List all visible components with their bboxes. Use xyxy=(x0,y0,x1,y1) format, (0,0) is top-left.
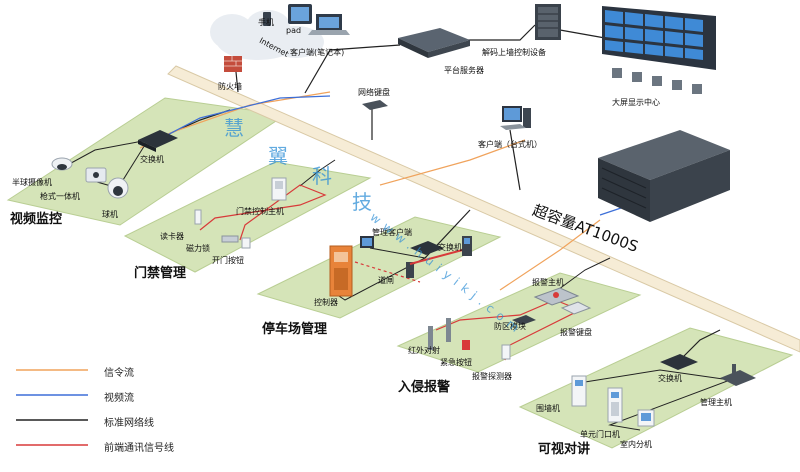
access-zone-title: 门禁管理 xyxy=(134,266,187,281)
network-keyboard-icon xyxy=(362,100,388,110)
access-zone-platform xyxy=(123,161,372,273)
legend-video-label: 视频流 xyxy=(104,393,134,404)
net-line-access xyxy=(299,159,336,187)
net-line-firewall xyxy=(235,71,239,93)
indoor-unit-label: 室内分机 xyxy=(620,440,652,449)
alarm-host-icon xyxy=(533,287,580,306)
keyboard-label: 网络键盘 xyxy=(358,88,390,97)
parking-zone-title: 停车场管理 xyxy=(262,322,328,337)
door-unit-label: 单元门口机 xyxy=(580,430,620,439)
video-switch-label: 交换机 xyxy=(140,155,164,164)
connection-lines xyxy=(61,24,731,431)
intercom-switch-label: 交换机 xyxy=(658,374,682,383)
zone-module-icon xyxy=(512,315,536,325)
watermark-char-4: 技 xyxy=(352,190,372,214)
magnetic-lock-icon xyxy=(221,235,239,243)
alarm-detector-icon xyxy=(501,344,511,360)
video-zone-title: 视频监控 xyxy=(10,212,63,227)
alarm-detector-label: 报警探测器 xyxy=(472,372,512,381)
signal-line-3 xyxy=(499,219,601,291)
storage-icon xyxy=(598,130,730,222)
dome-camera-icon xyxy=(51,157,73,171)
alarm-keyboard-icon xyxy=(560,301,592,315)
door-unit-icon xyxy=(607,387,623,423)
laptop-icon xyxy=(308,14,350,35)
watermark-char-3: 科 xyxy=(312,164,332,188)
legend-lines xyxy=(16,369,88,446)
server-icon xyxy=(398,28,470,58)
card-reader-icon xyxy=(194,209,202,225)
pad-label: pad xyxy=(286,26,302,35)
signal-line-2 xyxy=(379,139,526,186)
net-line-decoder xyxy=(468,24,536,41)
parking-client-icon xyxy=(360,236,374,248)
net-line-alarm xyxy=(554,257,611,293)
exit-button-label: 开门按钮 xyxy=(212,256,244,265)
manager-host-label: 管理主机 xyxy=(700,398,732,407)
front-line-parking xyxy=(354,261,421,283)
network-backbone xyxy=(167,65,800,353)
exit-button-icon xyxy=(241,237,251,249)
net-line-server xyxy=(304,44,401,94)
zone-module-label: 防区模块 xyxy=(494,322,526,331)
desktop-label: 客户端（台式机） xyxy=(478,140,542,149)
ir-beam-label: 红外对射 xyxy=(408,346,440,355)
parking-controller-label: 控制器 xyxy=(314,298,338,307)
front-line-access xyxy=(199,184,327,241)
alarm-zone-title: 入侵报警 xyxy=(398,380,451,395)
wall-unit-icon xyxy=(571,375,587,407)
parking-controller-icon xyxy=(329,245,353,297)
legend-front-label: 前端通讯信号线 xyxy=(104,443,174,454)
access-controller-label: 门禁控制主机 xyxy=(236,207,284,216)
intercom-zone-platform xyxy=(518,327,794,449)
firewall-label: 防火墙 xyxy=(218,82,242,91)
decoder-icon xyxy=(535,4,561,40)
manager-host-icon xyxy=(720,364,756,386)
access-controller-icon xyxy=(271,177,287,201)
intercom-switch-icon xyxy=(660,354,698,370)
dome-camera-label: 半球摄像机 xyxy=(12,178,52,187)
emergency-button-icon xyxy=(462,340,470,350)
legend-network-label: 标准网络线 xyxy=(104,418,154,429)
net-line-desktop xyxy=(509,129,521,191)
desktop-client-icon xyxy=(500,106,531,130)
wall-label: 大屏显示中心 xyxy=(612,98,660,107)
barrier-gate-icon xyxy=(406,247,471,278)
card-reader-label: 读卡器 xyxy=(160,232,184,241)
emergency-button-label: 紧急按钮 xyxy=(440,358,472,367)
bullet-camera-label: 枪式一体机 xyxy=(40,192,80,201)
phone-label: 手机 xyxy=(258,18,274,27)
wall-unit-label: 围墙机 xyxy=(536,404,560,413)
decoder-label: 解码上墙控制设备 xyxy=(482,48,546,57)
parking-switch-icon xyxy=(410,241,444,255)
net-line-wall xyxy=(559,29,606,39)
parking-client-label: 管理客户端 xyxy=(372,228,412,237)
laptop-label: 客户端(笔记本) xyxy=(290,48,345,57)
alarm-keyboard-label: 报警键盘 xyxy=(560,328,592,337)
ir-beam-icon xyxy=(428,318,451,350)
video-switch-icon xyxy=(138,130,178,152)
parking-switch-label: 交换机 xyxy=(438,243,462,252)
watermark-char-1: 慧 xyxy=(224,116,244,140)
barrier-gate-label: 道闸 xyxy=(378,276,394,285)
bullet-camera-icon xyxy=(85,167,107,183)
ball-camera-icon xyxy=(107,177,129,199)
magnetic-lock-label: 磁力锁 xyxy=(186,244,210,253)
parking-kiosk-icon xyxy=(462,236,472,256)
ball-camera-label: 球机 xyxy=(102,210,118,219)
phone-icon xyxy=(263,12,271,26)
alarm-host-label: 报警主机 xyxy=(532,278,564,287)
firewall-icon xyxy=(224,56,242,72)
indoor-unit-icon xyxy=(637,409,655,427)
video-line-1 xyxy=(147,95,331,146)
server-label: 平台服务器 xyxy=(444,66,484,75)
video-wall-icon xyxy=(602,6,716,94)
intercom-zone-title: 可视对讲 xyxy=(538,442,591,457)
watermark-char-2: 翼 xyxy=(268,144,288,168)
legend-signal-label: 信令流 xyxy=(104,368,134,379)
